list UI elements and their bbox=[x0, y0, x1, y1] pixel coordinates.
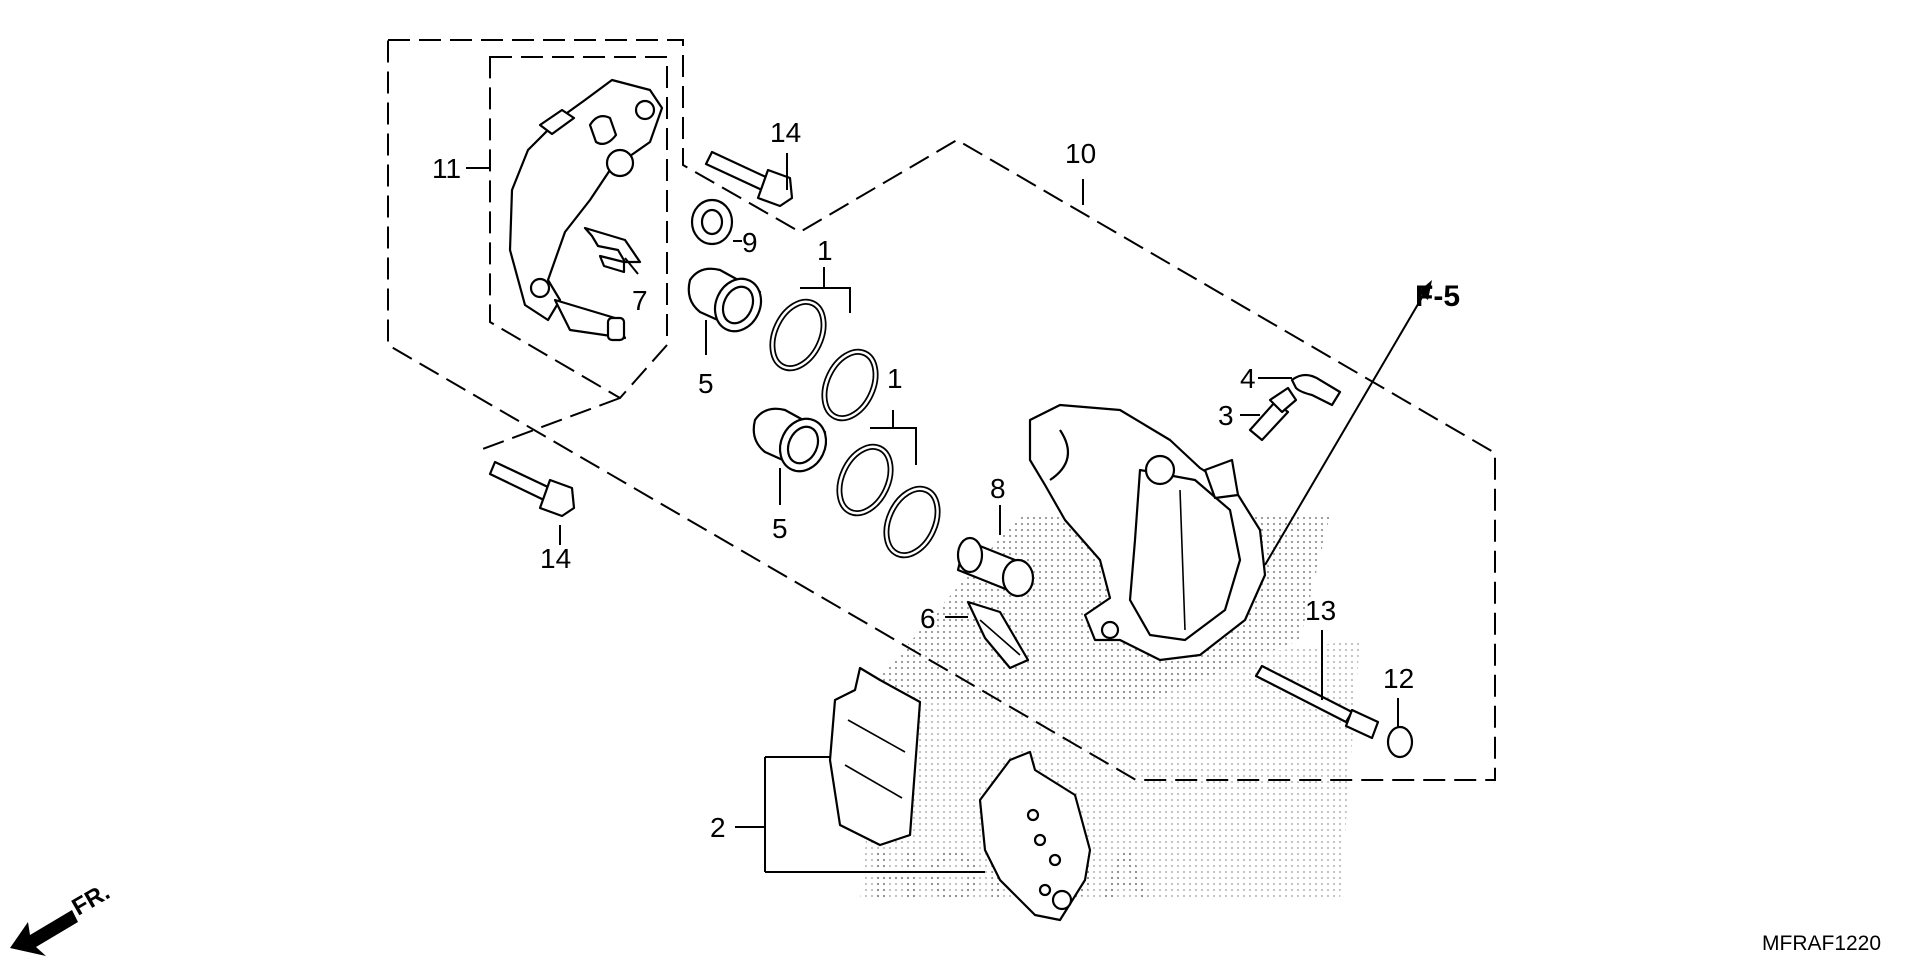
section-reference-label: F-5 bbox=[1415, 280, 1460, 313]
callout-7: 7 bbox=[632, 285, 648, 316]
callout-4: 4 bbox=[1240, 363, 1256, 394]
callout-1-upper: 1 bbox=[817, 235, 833, 266]
callout-10: 10 bbox=[1065, 138, 1096, 169]
caliper-slide-pin bbox=[956, 536, 1035, 598]
callout-8: 8 bbox=[990, 473, 1006, 504]
bleeder-screw bbox=[1248, 386, 1298, 442]
caliper-assembly-outline bbox=[387, 39, 1496, 781]
caliper-bracket bbox=[508, 78, 664, 342]
callout-5-upper: 5 bbox=[698, 368, 714, 399]
brake-pad-inner bbox=[978, 750, 1092, 922]
bracket-assembly-outline bbox=[489, 56, 668, 400]
bracket-bolt-lower bbox=[488, 460, 576, 518]
leader-lines bbox=[466, 153, 1399, 873]
caliper-piston-lower bbox=[752, 407, 828, 473]
callout-11: 11 bbox=[432, 153, 461, 184]
bleeder-clip bbox=[1290, 373, 1342, 407]
callout-2: 2 bbox=[710, 812, 726, 843]
piston-seal-set-lower bbox=[836, 443, 941, 559]
pad-retainer-clip bbox=[583, 226, 642, 274]
front-direction-indicator: FR. bbox=[10, 878, 114, 956]
caliper-body bbox=[1028, 403, 1267, 662]
callout-9: 9 bbox=[742, 227, 758, 258]
bracket-assembly-leader bbox=[479, 397, 621, 451]
callout-3: 3 bbox=[1218, 400, 1234, 431]
callout-1-lower: 1 bbox=[887, 363, 903, 394]
pad-spring bbox=[966, 600, 1030, 670]
callout-labels: 11 14 9 7 1 5 1 5 14 10 8 6 4 3 13 12 2 … bbox=[432, 117, 1460, 843]
section-reference-arrow bbox=[1264, 280, 1432, 566]
diagram-code: MFRAF1220 bbox=[1762, 932, 1881, 955]
pad-pin-plug bbox=[1386, 725, 1414, 759]
callout-14-upper: 14 bbox=[770, 117, 801, 148]
callout-12: 12 bbox=[1383, 663, 1414, 694]
callout-14-lower: 14 bbox=[540, 543, 571, 574]
piston-seal-set-upper bbox=[769, 298, 879, 422]
callout-5-lower: 5 bbox=[772, 513, 788, 544]
callout-13: 13 bbox=[1305, 595, 1336, 626]
brake-pad-outer bbox=[828, 666, 922, 847]
front-direction-label: FR. bbox=[68, 878, 115, 921]
bleeder-cap bbox=[690, 198, 734, 246]
callout-6: 6 bbox=[920, 603, 936, 634]
caliper-piston-upper bbox=[687, 267, 763, 333]
bracket-bolt-upper bbox=[704, 150, 794, 208]
